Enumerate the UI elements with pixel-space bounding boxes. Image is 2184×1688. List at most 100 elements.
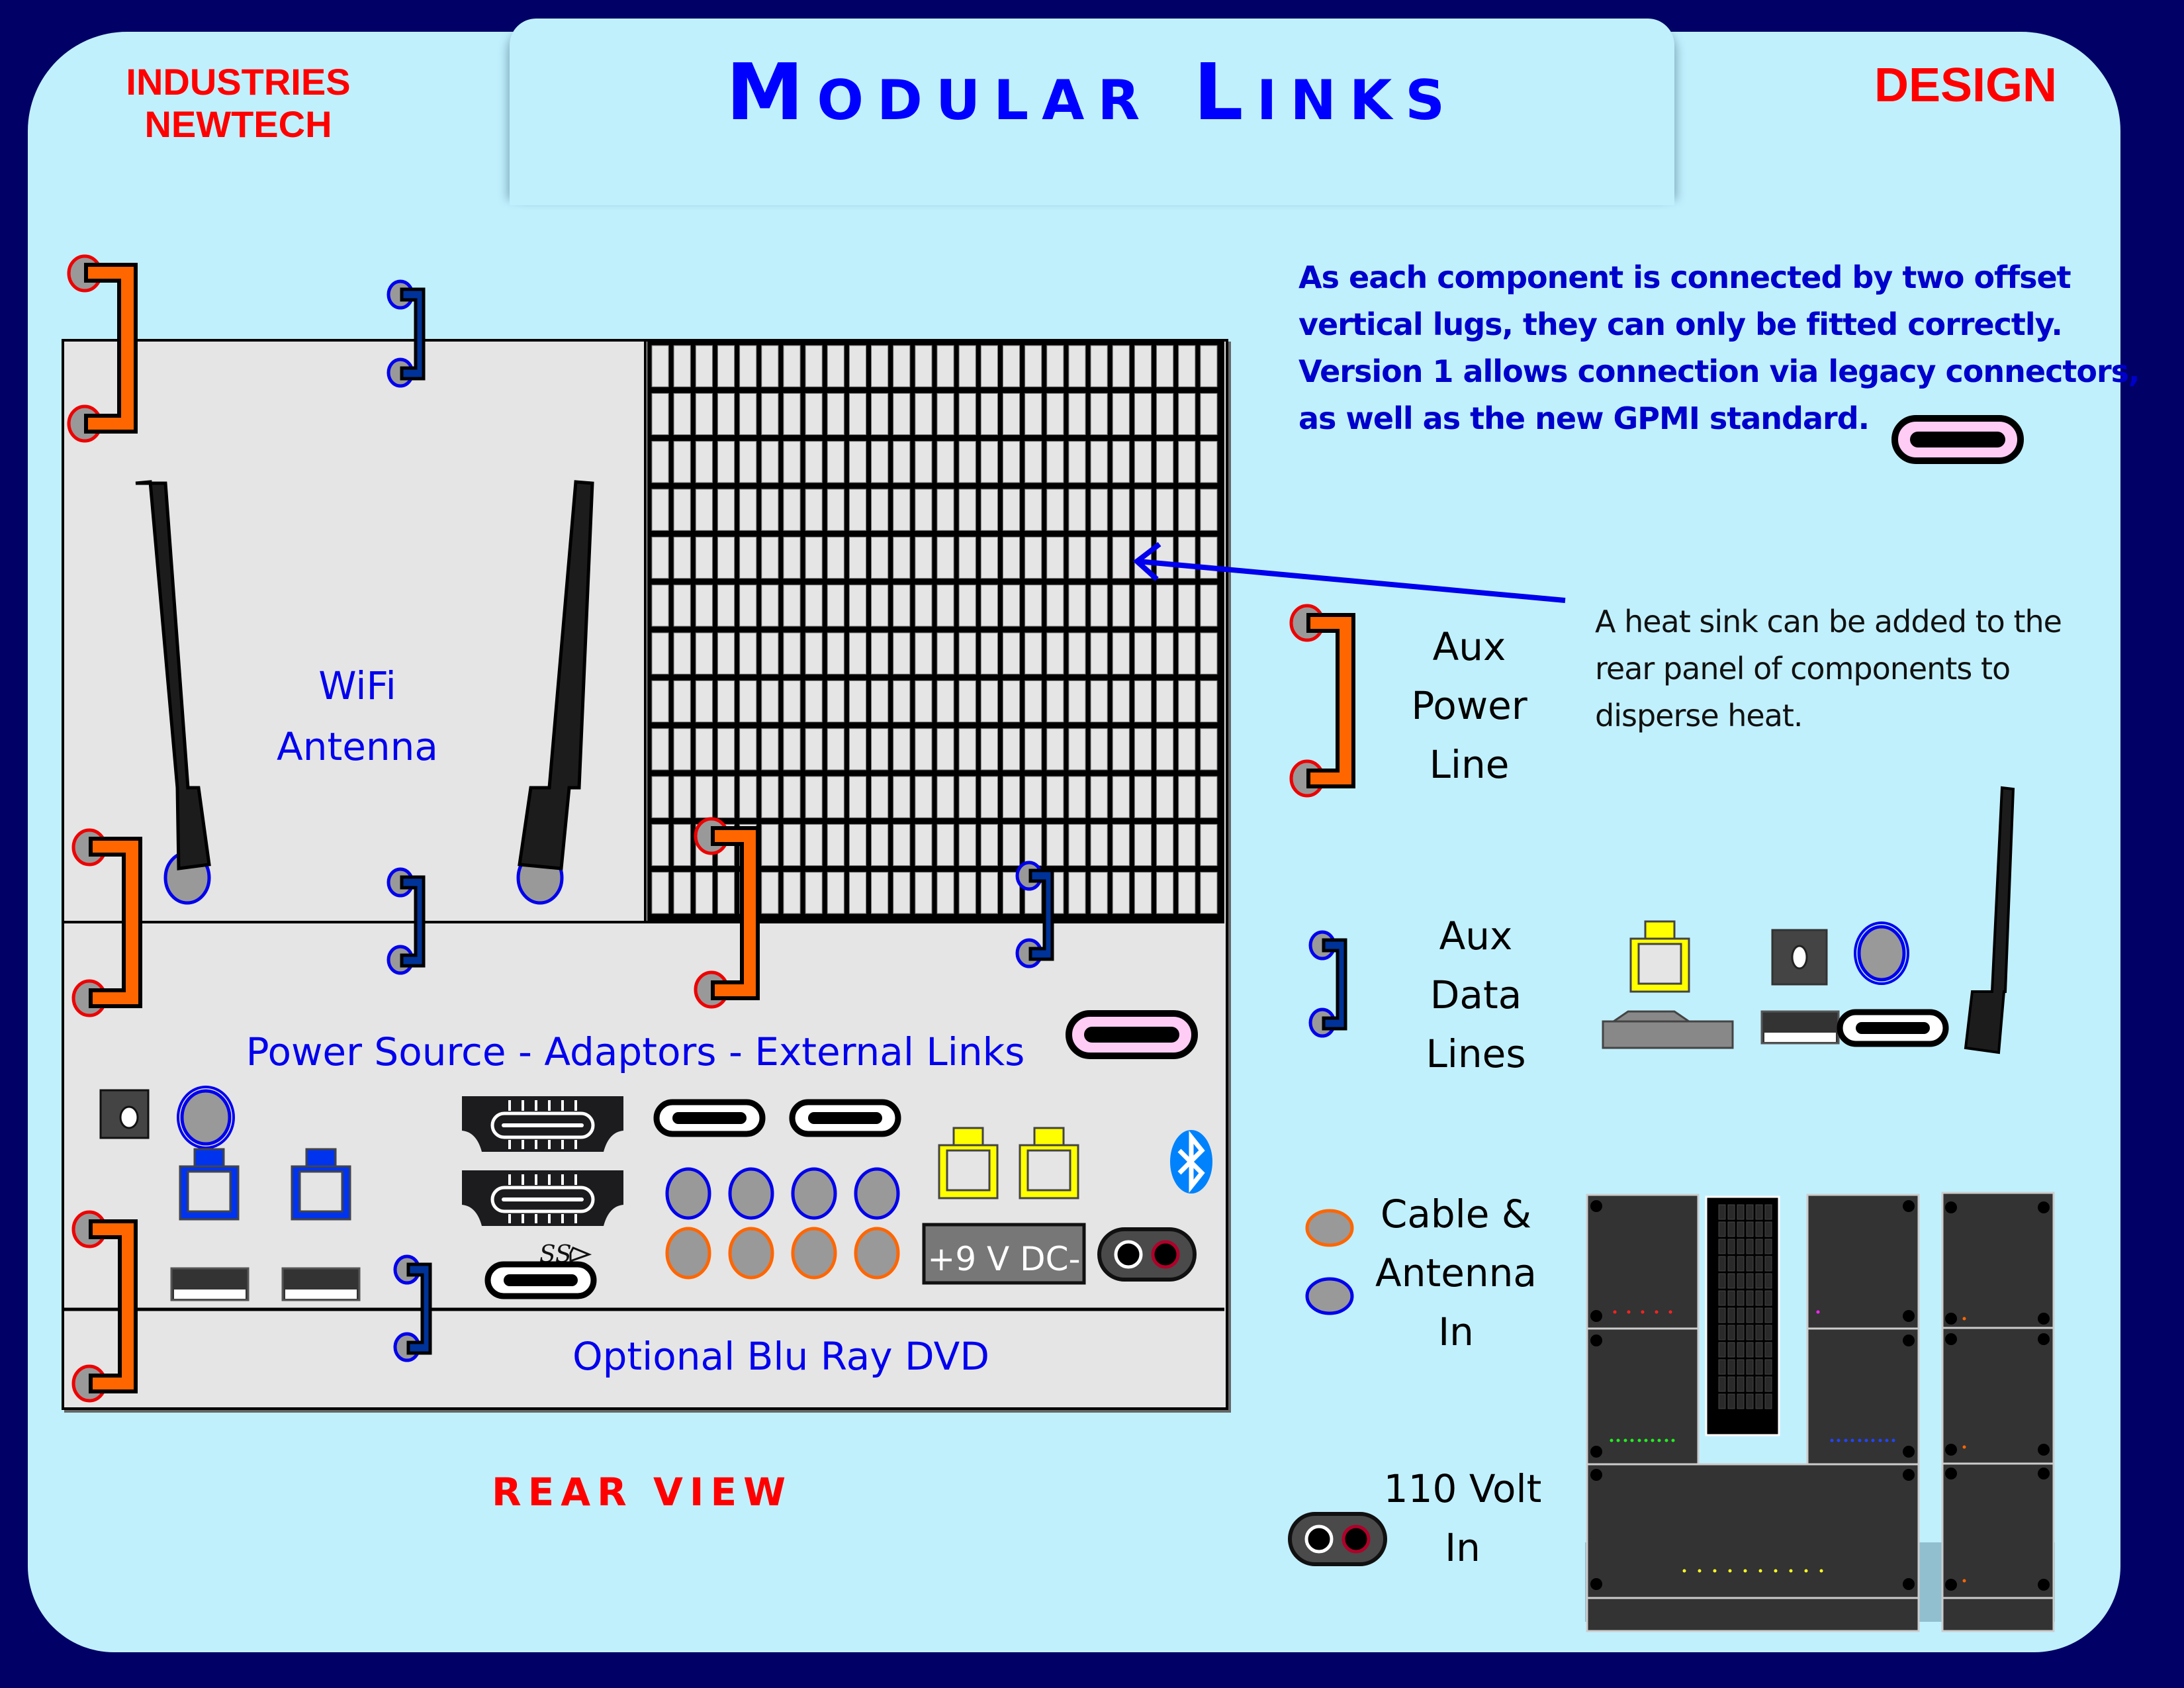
heat-sink-fin — [1178, 345, 1196, 387]
unit-led — [1962, 1445, 1966, 1449]
stacked-units-illustration — [1585, 1192, 2055, 1632]
dc-jack-icon[interactable] — [99, 1089, 150, 1139]
heat-sink-fin — [893, 632, 911, 675]
unit-heatsink-fin — [1727, 1290, 1735, 1306]
unit-heatsink-fin — [1764, 1376, 1772, 1392]
heat-sink-fin — [761, 728, 779, 771]
unit-heatsink-fin — [1727, 1307, 1735, 1323]
unit-heatsink-fin — [1727, 1359, 1735, 1375]
usb-c-port-icon[interactable] — [488, 1264, 594, 1296]
heat-sink-fin — [805, 536, 823, 579]
audio-jack-icon — [665, 1227, 711, 1280]
heat-sink-fin — [980, 441, 998, 483]
optical-port-icon[interactable] — [291, 1148, 351, 1221]
heat-sink-fin — [1068, 872, 1086, 914]
heat-sink-fin — [893, 585, 911, 627]
heat-sink-fin — [761, 872, 779, 914]
heat-sink-fin — [651, 345, 669, 387]
heat-sink-fin — [1068, 728, 1086, 771]
heat-sink-fin — [783, 536, 801, 579]
unit-heatsink-fin — [1737, 1359, 1745, 1375]
unit-screw — [2038, 1468, 2050, 1479]
video-jack-icon — [791, 1167, 837, 1220]
heatsink-note: A heat sink can be added to the rear pan… — [1595, 598, 2158, 739]
ethernet-port-icon[interactable] — [938, 1127, 999, 1199]
unit-heatsink-fin — [1746, 1359, 1754, 1375]
heat-sink-grid — [647, 341, 1224, 922]
unit-heatsink-fin — [1764, 1256, 1772, 1272]
heat-sink-fin — [1046, 585, 1064, 627]
heat-sink-fin — [871, 680, 889, 723]
heat-sink-fin — [1002, 536, 1021, 579]
heat-sink-fin — [1112, 776, 1130, 818]
heat-sink-fin — [1178, 776, 1196, 818]
heat-sink-fin — [805, 585, 823, 627]
heat-sink-fin — [1178, 585, 1196, 627]
unit-heatsink-fin — [1755, 1376, 1763, 1392]
heat-sink-fin — [958, 536, 976, 579]
hdmi-port-icon[interactable] — [462, 1170, 623, 1226]
heat-sink-fin — [651, 680, 669, 723]
unit-heatsink-fin — [1737, 1342, 1745, 1358]
heat-sink-fin — [1024, 489, 1042, 531]
heat-sink-fin — [980, 345, 998, 387]
heat-sink-fin — [783, 345, 801, 387]
note-line: Version 1 allows connection via legacy c… — [1298, 353, 2140, 389]
heat-sink-fin — [1112, 393, 1130, 436]
unit-led — [1664, 1438, 1668, 1442]
heat-sink-fin — [673, 345, 691, 387]
unit-led — [1850, 1438, 1854, 1442]
heat-sink-fin — [827, 585, 844, 627]
heat-sink-fin — [1156, 489, 1174, 531]
optical-port-icon[interactable] — [179, 1148, 240, 1221]
heat-sink-fin — [1002, 393, 1021, 436]
heat-sink-fin — [1134, 728, 1152, 771]
usb-a-port-icon[interactable] — [170, 1267, 250, 1301]
heat-sink-fin — [936, 680, 954, 723]
heat-sink-fin — [936, 489, 954, 531]
unit-heatsink-fin — [1746, 1239, 1754, 1254]
heat-sink-fin — [783, 585, 801, 627]
heat-sink-fin — [936, 776, 954, 818]
heat-sink-fin — [958, 393, 976, 436]
heat-sink-fin — [651, 393, 669, 436]
unit-led — [1668, 1310, 1672, 1314]
coax-jack-icon[interactable] — [177, 1086, 235, 1149]
page-title: Modular Links — [725, 46, 1459, 138]
heat-sink-fin — [783, 776, 801, 818]
heat-sink-fin — [915, 536, 933, 579]
heat-sink-fin — [673, 393, 691, 436]
power-lug-icon — [73, 830, 142, 1015]
heat-sink-fin — [1156, 728, 1174, 771]
heat-sink-fin — [739, 393, 757, 436]
unit-heatsink-fin — [1755, 1290, 1763, 1306]
heat-sink-fin — [1046, 441, 1064, 483]
heat-sink-fin — [761, 680, 779, 723]
unit-heatsink-fin — [1727, 1325, 1735, 1340]
unit-screw — [1903, 1200, 1915, 1212]
unit-heatsink-fin — [1718, 1273, 1726, 1289]
heat-sink-fin — [1024, 632, 1042, 675]
heat-sink-fin — [915, 632, 933, 675]
heat-sink-fin — [651, 536, 669, 579]
heat-sink-fin — [1112, 345, 1130, 387]
company-line-1: INDUSTRIES — [126, 61, 351, 103]
hdmi-port-icon[interactable] — [462, 1096, 623, 1152]
usb-c-port-icon[interactable] — [657, 1102, 762, 1134]
heat-sink-fin — [958, 441, 976, 483]
power-socket-icon[interactable] — [1099, 1229, 1195, 1280]
unit-screw — [2038, 1579, 2050, 1591]
heat-sink-fin — [1046, 823, 1064, 867]
usb-c-port-icon[interactable] — [792, 1102, 898, 1134]
heat-sink-fin — [761, 536, 779, 579]
unit-led — [1616, 1438, 1620, 1442]
usb-a-port-icon[interactable] — [281, 1267, 361, 1301]
heat-sink-fin — [936, 585, 954, 627]
heat-sink-fin — [936, 728, 954, 771]
heat-sink-fin — [980, 823, 998, 867]
ethernet-port-icon[interactable] — [1019, 1127, 1079, 1199]
unit-led — [1671, 1438, 1675, 1442]
unit-heatsink-fin — [1727, 1273, 1735, 1289]
heat-sink-fin — [739, 585, 757, 627]
unit-heatsink-fin — [1737, 1239, 1745, 1254]
